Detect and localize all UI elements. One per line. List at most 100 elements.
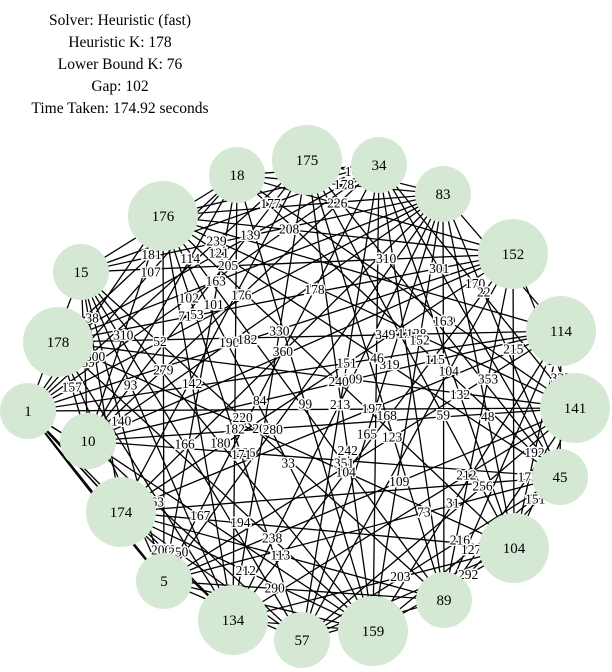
graph-edge: [120, 193, 444, 513]
edge-label: 101: [202, 296, 225, 314]
svg-text:238: 238: [262, 530, 283, 545]
svg-text:152: 152: [409, 332, 429, 347]
graph-edge: [162, 215, 515, 549]
graph-edge: [443, 407, 576, 601]
solver-line: Solver: Heuristic (fast): [48, 12, 192, 29]
graph-node-141: 141: [540, 373, 610, 443]
node-label: 10: [81, 434, 96, 450]
graph-node-45: 45: [532, 449, 588, 505]
graph-edge: [162, 215, 234, 621]
svg-text:114: 114: [180, 251, 200, 266]
node-circle: [86, 477, 156, 547]
graph-edge: [120, 476, 561, 513]
graph-edge: [236, 174, 576, 409]
lower-bound-k-line: Lower Bound K: 76: [57, 56, 183, 73]
node-label: 45: [553, 470, 568, 486]
node-label: 5: [160, 574, 168, 590]
edge-layer: [27, 159, 576, 641]
svg-text:215: 215: [503, 341, 524, 356]
node-circle: [351, 137, 407, 193]
graph-edge: [306, 159, 445, 601]
graph-node-159: 159: [338, 596, 408, 666]
svg-text:20: 20: [442, 313, 456, 328]
svg-text:176: 176: [231, 288, 252, 303]
svg-text:139: 139: [240, 228, 261, 243]
edge-label: 165: [355, 425, 379, 443]
graph-node-18: 18: [209, 147, 265, 203]
node-label: 174: [110, 505, 133, 521]
svg-text:212: 212: [456, 467, 476, 482]
svg-text:256: 256: [472, 479, 493, 494]
graph-edge: [162, 215, 303, 641]
svg-text:73: 73: [417, 505, 431, 520]
svg-text:84: 84: [253, 393, 267, 408]
svg-text:31: 31: [446, 496, 460, 511]
svg-text:208: 208: [252, 421, 273, 436]
edge-label: 182: [236, 331, 259, 349]
node-circle: [136, 553, 192, 609]
edge-label: 203: [389, 568, 413, 586]
edge-label: 123: [380, 428, 404, 446]
edge-label: 109: [388, 473, 412, 491]
svg-text:107: 107: [140, 265, 161, 280]
graph-edge: [120, 159, 308, 513]
edge-label: 53: [189, 306, 206, 324]
edge-label: 115: [424, 351, 447, 369]
svg-text:163: 163: [206, 273, 227, 288]
edge-label: 113: [269, 546, 292, 564]
svg-text:142: 142: [182, 376, 202, 391]
graph-edge: [372, 330, 562, 632]
svg-text:140: 140: [111, 414, 132, 429]
time-taken-line: Time Taken: 174.92 seconds: [31, 100, 209, 117]
graph-edge: [442, 193, 515, 549]
graph-edge: [443, 330, 562, 601]
node-circle: [478, 219, 548, 289]
svg-text:166: 166: [174, 437, 195, 452]
svg-text:280: 280: [263, 422, 284, 437]
svg-text:163: 163: [433, 314, 454, 329]
svg-text:171: 171: [231, 447, 251, 462]
edge-label: 194: [229, 513, 253, 531]
edge-label: 353: [476, 370, 500, 388]
graph-edge: [162, 193, 444, 217]
graph-edge: [232, 193, 444, 621]
node-label: 141: [564, 401, 587, 417]
graph-edge: [57, 341, 165, 582]
graph-edge: [87, 193, 444, 442]
edge-label: 93: [122, 376, 139, 394]
node-circle: [53, 244, 109, 300]
graph-edge: [87, 440, 561, 478]
svg-text:170: 170: [465, 276, 486, 291]
svg-text:351: 351: [334, 455, 354, 470]
svg-text:115: 115: [425, 352, 445, 367]
edge-label: 212: [455, 466, 478, 484]
svg-text:127: 127: [461, 542, 482, 557]
svg-text:353: 353: [478, 372, 499, 387]
edge-label: 177: [259, 195, 283, 213]
node-label: 15: [74, 265, 89, 281]
svg-text:53: 53: [190, 307, 204, 322]
graph-edge: [232, 547, 515, 621]
svg-text:38: 38: [85, 310, 99, 325]
node-circle: [209, 147, 265, 203]
node-circle: [23, 307, 93, 377]
edge-label: 46: [369, 349, 386, 367]
edge-label: 360: [271, 343, 295, 361]
graph-edge: [162, 215, 561, 478]
svg-text:205: 205: [218, 258, 239, 273]
svg-text:319: 319: [379, 357, 400, 372]
node-circle: [274, 612, 330, 668]
edge-label: 166: [173, 435, 197, 453]
graph-edge: [232, 253, 514, 621]
graph-edge: [87, 159, 308, 442]
edge-label: 107: [139, 263, 163, 281]
svg-text:226: 226: [235, 445, 256, 460]
edge-label: 180: [209, 434, 233, 452]
edge-label: 226: [326, 194, 350, 212]
graph-edge: [27, 330, 562, 412]
edge-label: 319: [378, 355, 402, 373]
graph-edge: [87, 440, 303, 641]
node-circle: [526, 296, 596, 366]
graph-edge: [87, 215, 164, 442]
svg-text:48: 48: [481, 409, 495, 424]
